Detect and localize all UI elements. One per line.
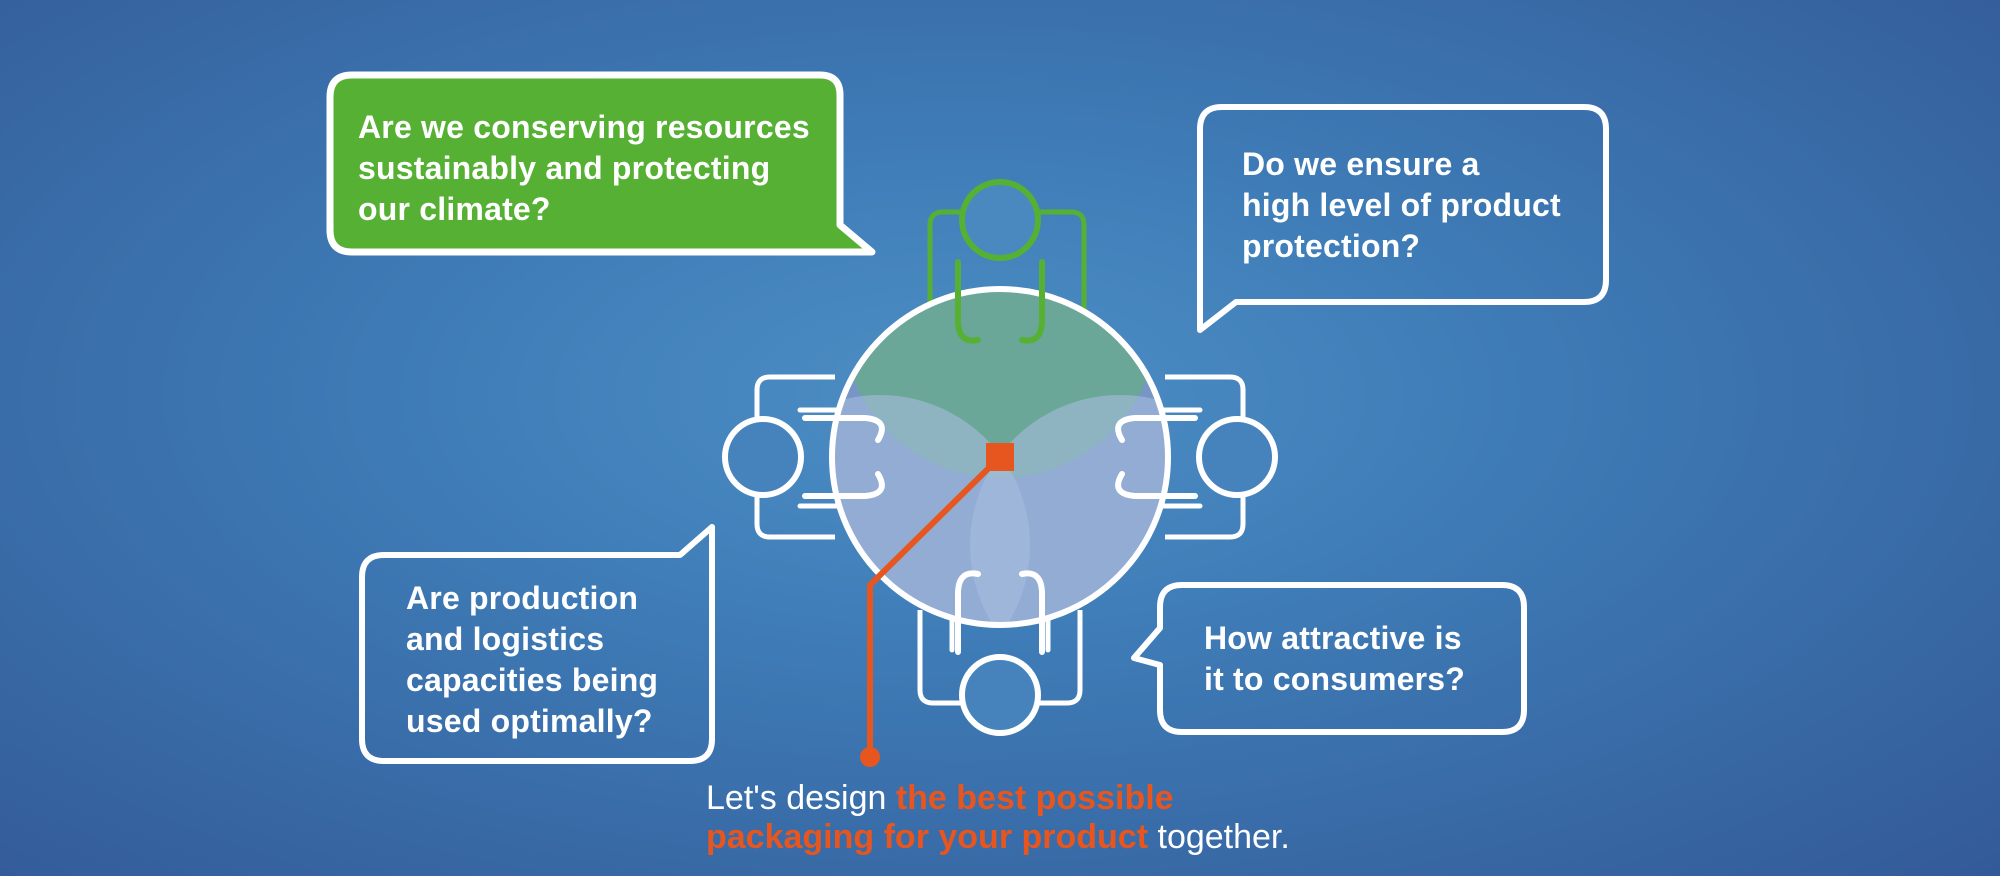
tagline-line-2: packaging for your product together. bbox=[706, 818, 1290, 857]
person-bottom-icon bbox=[955, 570, 1045, 736]
tagline: Let's design the best possible packaging… bbox=[706, 779, 1290, 857]
question-consumers-line-1: How attractive is bbox=[1204, 620, 1462, 656]
question-logistics-line-4: used optimally? bbox=[406, 703, 653, 739]
question-sustainability: Are we conserving resources sustainably … bbox=[358, 107, 810, 230]
orange-line-endpoint bbox=[860, 747, 880, 767]
tagline-highlight-1: the best possible bbox=[895, 779, 1174, 817]
person-left-icon bbox=[722, 415, 885, 499]
question-protection-line-2: high level of product bbox=[1242, 187, 1561, 223]
question-consumers-line-2: it to consumers? bbox=[1204, 661, 1466, 697]
question-consumers: How attractive is it to consumers? bbox=[1204, 618, 1465, 700]
question-protection: Do we ensure a high level of product pro… bbox=[1242, 144, 1561, 267]
speech-bubble-protection bbox=[1197, 104, 1609, 333]
person-right-icon bbox=[1115, 415, 1278, 499]
question-protection-line-3: protection? bbox=[1242, 228, 1421, 264]
question-logistics: Are production and logistics capacities … bbox=[406, 578, 658, 742]
question-sustainability-line-1: Are we conserving resources bbox=[358, 109, 810, 145]
question-logistics-line-1: Are production bbox=[406, 580, 639, 616]
speech-bubble-logistics bbox=[359, 524, 715, 764]
question-sustainability-line-2: sustainably and protecting bbox=[358, 150, 771, 186]
tagline-line-1: Let's design the best possible bbox=[706, 779, 1290, 818]
question-sustainability-line-3: our climate? bbox=[358, 191, 551, 227]
speech-bubble-sustainability bbox=[326, 71, 876, 256]
question-protection-line-1: Do we ensure a bbox=[1242, 146, 1480, 182]
speech-bubble-consumers bbox=[1131, 582, 1527, 735]
tagline-intro: Let's design bbox=[706, 779, 896, 817]
question-logistics-line-3: capacities being bbox=[406, 662, 659, 698]
tagline-outro: together. bbox=[1148, 818, 1290, 856]
question-logistics-line-2: and logistics bbox=[406, 621, 605, 657]
orange-connector-line bbox=[867, 454, 1003, 758]
person-top-icon bbox=[955, 179, 1045, 344]
tagline-highlight-2: packaging for your product bbox=[706, 818, 1149, 856]
orange-square-marker-icon bbox=[986, 443, 1014, 471]
